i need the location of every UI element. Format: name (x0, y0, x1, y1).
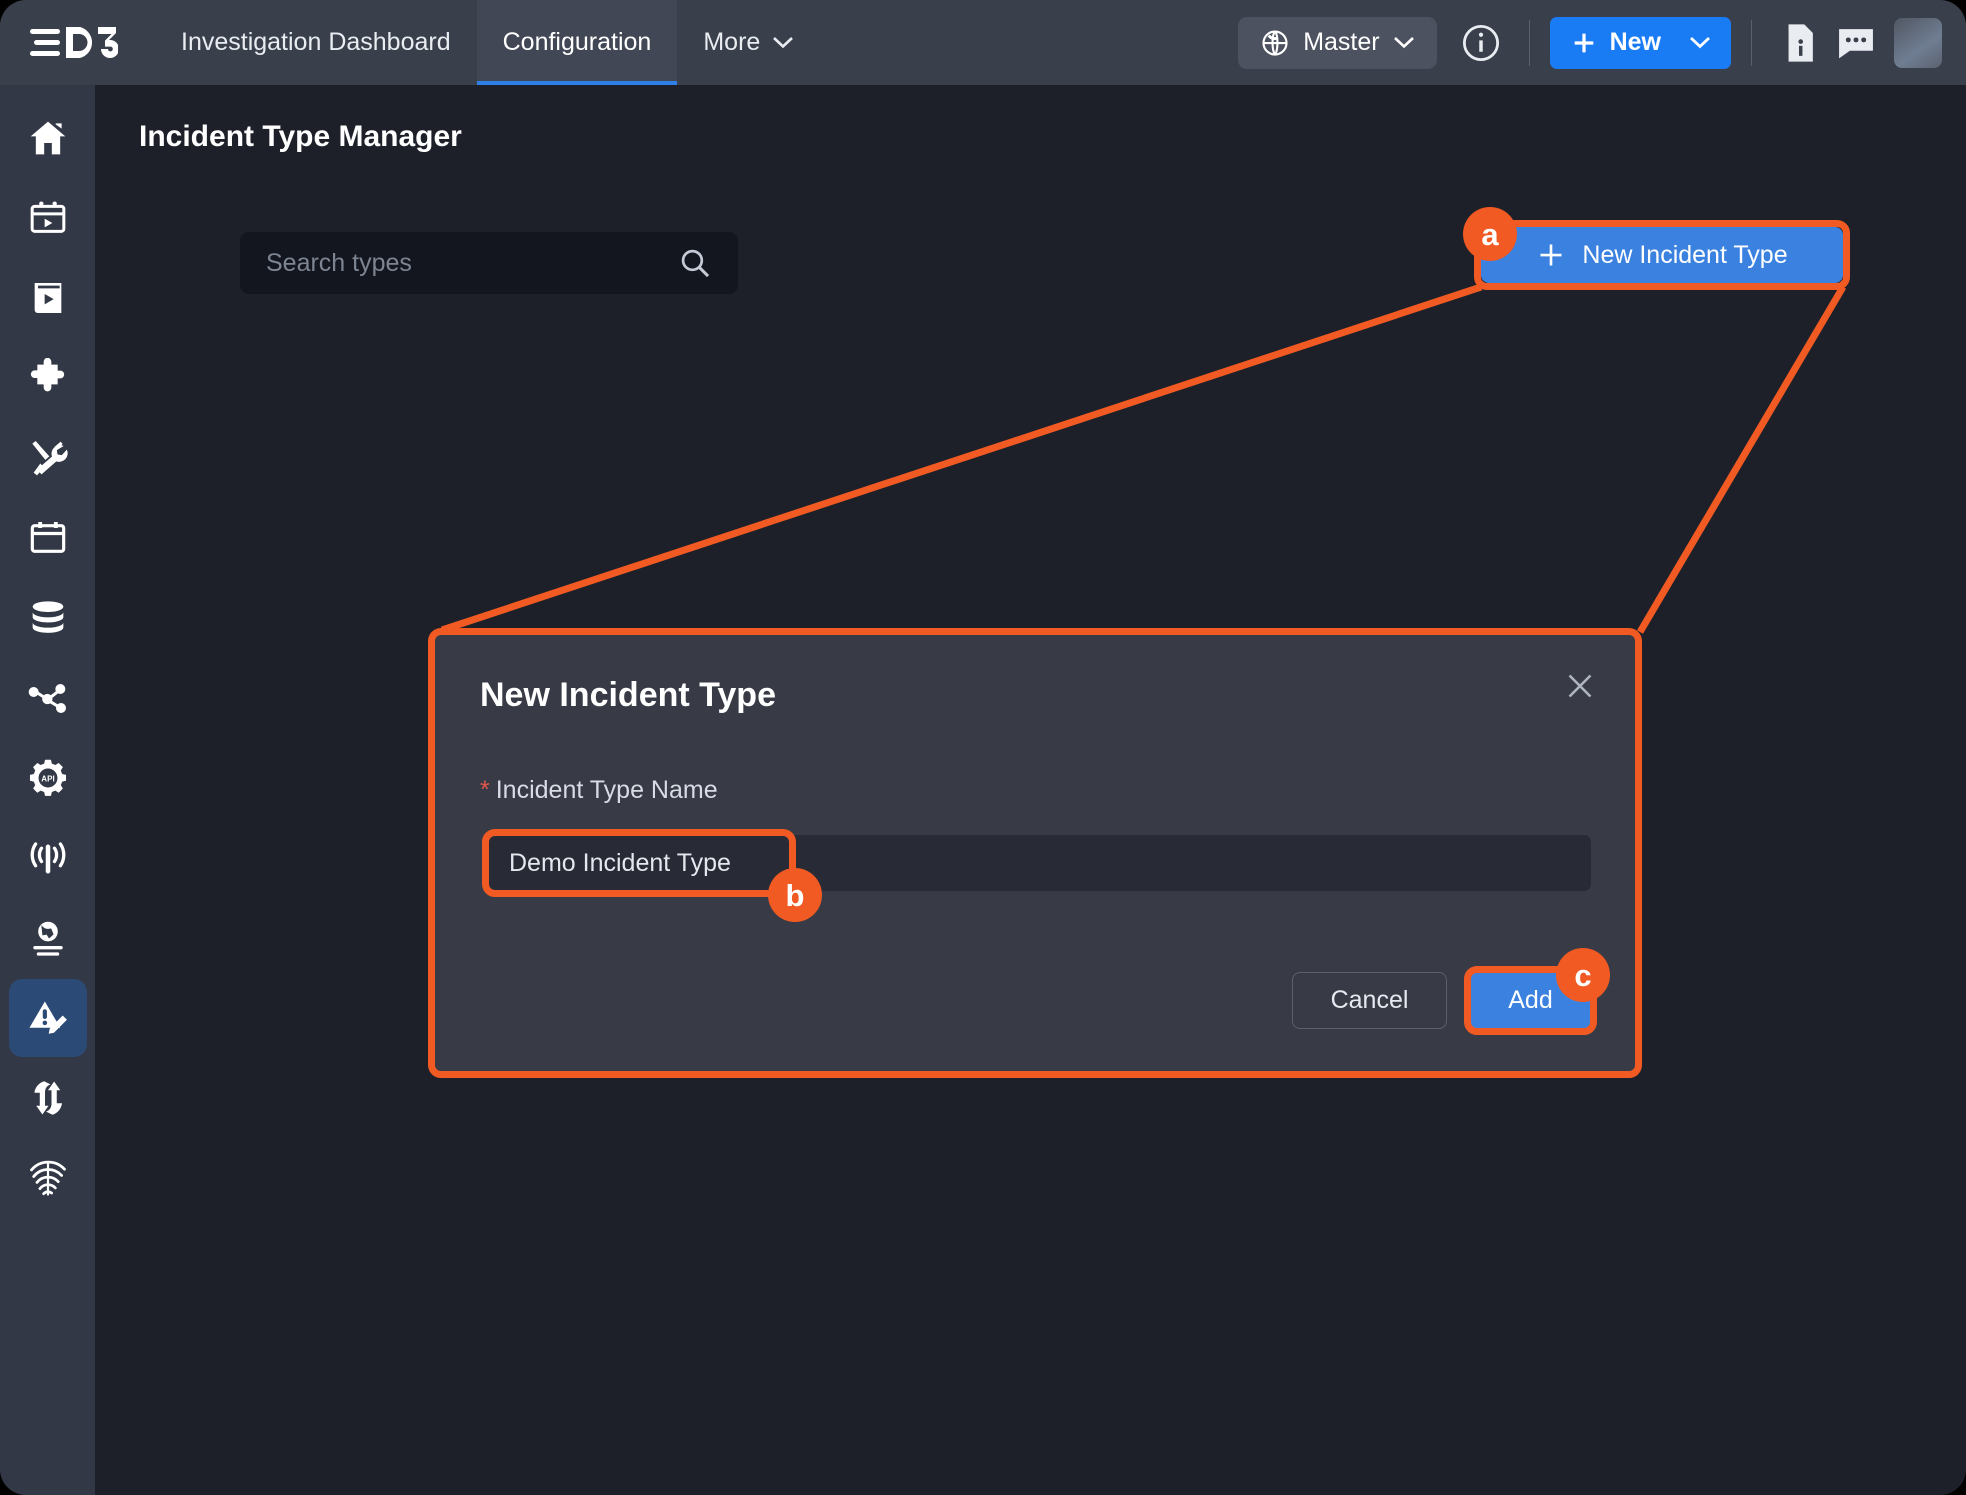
sidebar-item-global-lists[interactable] (9, 899, 87, 977)
broadcast-signal-icon (27, 837, 69, 879)
search-input[interactable] (266, 248, 678, 278)
sidebar-item-incident-type-manager[interactable] (8, 979, 87, 1057)
chevron-down-icon (1393, 36, 1415, 49)
annotation-badge-c: c (1556, 948, 1610, 1002)
field-label-text: Incident Type Name (495, 776, 718, 804)
badge-label: a (1481, 216, 1499, 252)
master-label: Master (1303, 28, 1380, 56)
sidebar-item-integrations[interactable] (9, 339, 87, 417)
playbook-book-icon (28, 278, 68, 318)
new-incident-type-label: New Incident Type (1582, 240, 1788, 269)
annotation-badge-a: a (1463, 207, 1517, 261)
divider (1751, 19, 1752, 66)
sidebar-item-api-settings[interactable]: API (9, 739, 87, 817)
fingerprint-icon (26, 1156, 70, 1200)
nav-label: More (703, 28, 761, 56)
nav-label: Investigation Dashboard (181, 28, 451, 56)
playbook-calendar-icon (28, 198, 68, 238)
nav-label: Configuration (502, 28, 652, 56)
left-sidebar: API (0, 85, 95, 1495)
new-button[interactable]: New (1549, 16, 1731, 69)
sidebar-item-sync[interactable] (9, 1059, 87, 1137)
top-navigation-bar: Investigation Dashboard Configuration Mo… (0, 0, 1966, 85)
required-marker: * (480, 776, 490, 804)
tools-utility-icon (28, 438, 68, 478)
d3-logo-icon[interactable] (30, 25, 155, 61)
incident-type-edit-icon (27, 997, 69, 1039)
sidebar-item-data-store[interactable] (9, 579, 87, 657)
sync-exchange-icon (27, 1077, 69, 1119)
new-incident-type-button[interactable]: New Incident Type (1481, 227, 1843, 283)
globe-icon (1260, 28, 1290, 58)
nav-item-investigation-dashboard[interactable]: Investigation Dashboard (155, 0, 477, 85)
badge-label: c (1574, 957, 1592, 993)
sidebar-item-playbook-calendar[interactable] (9, 179, 87, 257)
home-icon (28, 118, 68, 158)
plus-icon (1536, 240, 1566, 270)
plus-icon (1570, 29, 1598, 57)
close-icon[interactable] (1560, 666, 1600, 706)
divider (1528, 19, 1530, 66)
sidebar-item-network-graph[interactable] (9, 659, 87, 737)
api-gear-icon: API (27, 757, 69, 799)
page-title: Incident Type Manager (139, 120, 462, 153)
document-info-icon[interactable] (1772, 15, 1828, 71)
info-circle-icon[interactable] (1453, 15, 1509, 71)
global-list-icon (27, 917, 69, 959)
master-selector[interactable]: Master (1238, 16, 1437, 69)
sidebar-item-forensics[interactable] (9, 1139, 87, 1217)
user-avatar[interactable] (1894, 17, 1942, 68)
search-types-box[interactable] (240, 232, 738, 294)
puzzle-integration-icon (28, 358, 68, 398)
sidebar-item-playbook-library[interactable] (9, 259, 87, 337)
incident-type-name-input-wrapper[interactable] (487, 835, 1591, 891)
incident-type-name-input[interactable] (509, 848, 1569, 878)
chevron-down-icon (1689, 36, 1711, 49)
nav-item-configuration[interactable]: Configuration (476, 0, 678, 85)
calendar-icon (28, 518, 68, 558)
add-label: Add (1508, 986, 1553, 1014)
nodes-network-icon (28, 678, 68, 718)
modal-title: New Incident Type (480, 676, 776, 714)
sidebar-item-calendar[interactable] (9, 499, 87, 577)
database-icon (28, 598, 68, 638)
chevron-down-icon (772, 36, 794, 49)
badge-label: b (785, 877, 805, 913)
chat-bubble-icon[interactable] (1828, 15, 1884, 71)
cancel-label: Cancel (1330, 986, 1409, 1014)
incident-type-name-label: *Incident Type Name (480, 776, 718, 805)
cancel-button[interactable]: Cancel (1292, 972, 1447, 1029)
new-button-label: New (1609, 28, 1661, 56)
annotation-badge-b: b (768, 868, 822, 922)
nav-item-more[interactable]: More (677, 0, 820, 85)
search-icon[interactable] (678, 246, 712, 280)
svg-text:API: API (41, 775, 54, 784)
sidebar-item-home[interactable] (9, 99, 87, 177)
sidebar-item-event-intake[interactable] (9, 819, 87, 897)
sidebar-item-utilities[interactable] (9, 419, 87, 497)
